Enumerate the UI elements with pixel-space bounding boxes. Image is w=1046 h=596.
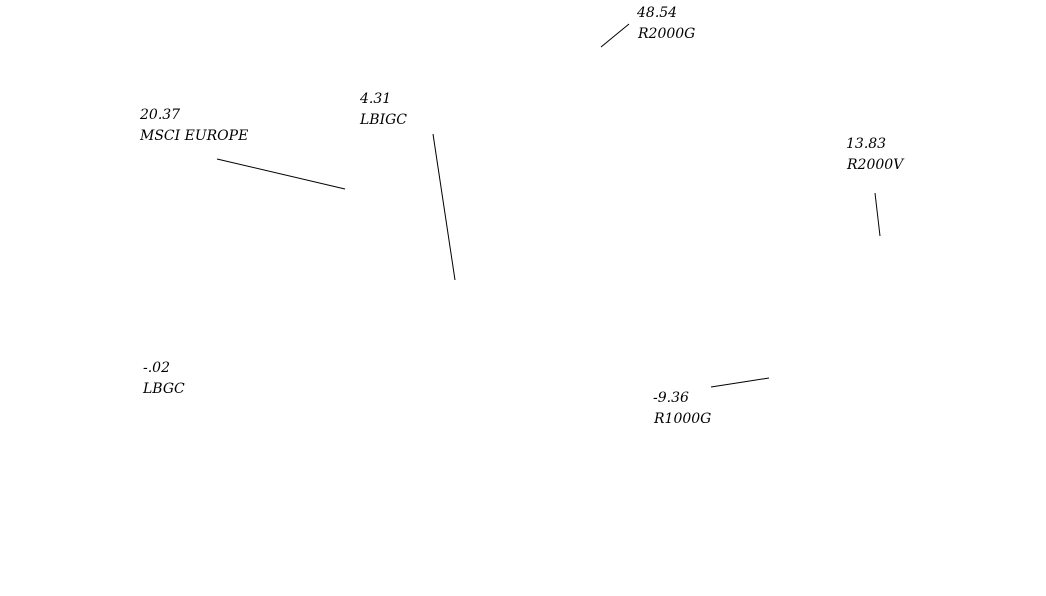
data-label-name: R2000V (846, 157, 905, 173)
data-label-name: R2000G (637, 26, 695, 42)
data-label-name: R1000G (653, 411, 711, 427)
leader-line (216, 158, 346, 190)
data-label-name: LBIGC (359, 112, 407, 128)
leader-line (710, 377, 770, 388)
leader-line (600, 23, 630, 48)
data-label-name: MSCI EUROPE (139, 128, 248, 144)
data-label-value: 13.83 (846, 136, 886, 152)
data-label-value: 20.37 (139, 107, 180, 123)
leader-line (874, 192, 881, 237)
data-label-name: LBGC (142, 381, 185, 397)
data-label-value: -.02 (143, 360, 170, 376)
data-label-value: 4.31 (359, 91, 391, 107)
data-label-value: 48.54 (636, 5, 677, 21)
leader-line (432, 133, 456, 281)
data-label-value: -9.36 (653, 390, 689, 406)
